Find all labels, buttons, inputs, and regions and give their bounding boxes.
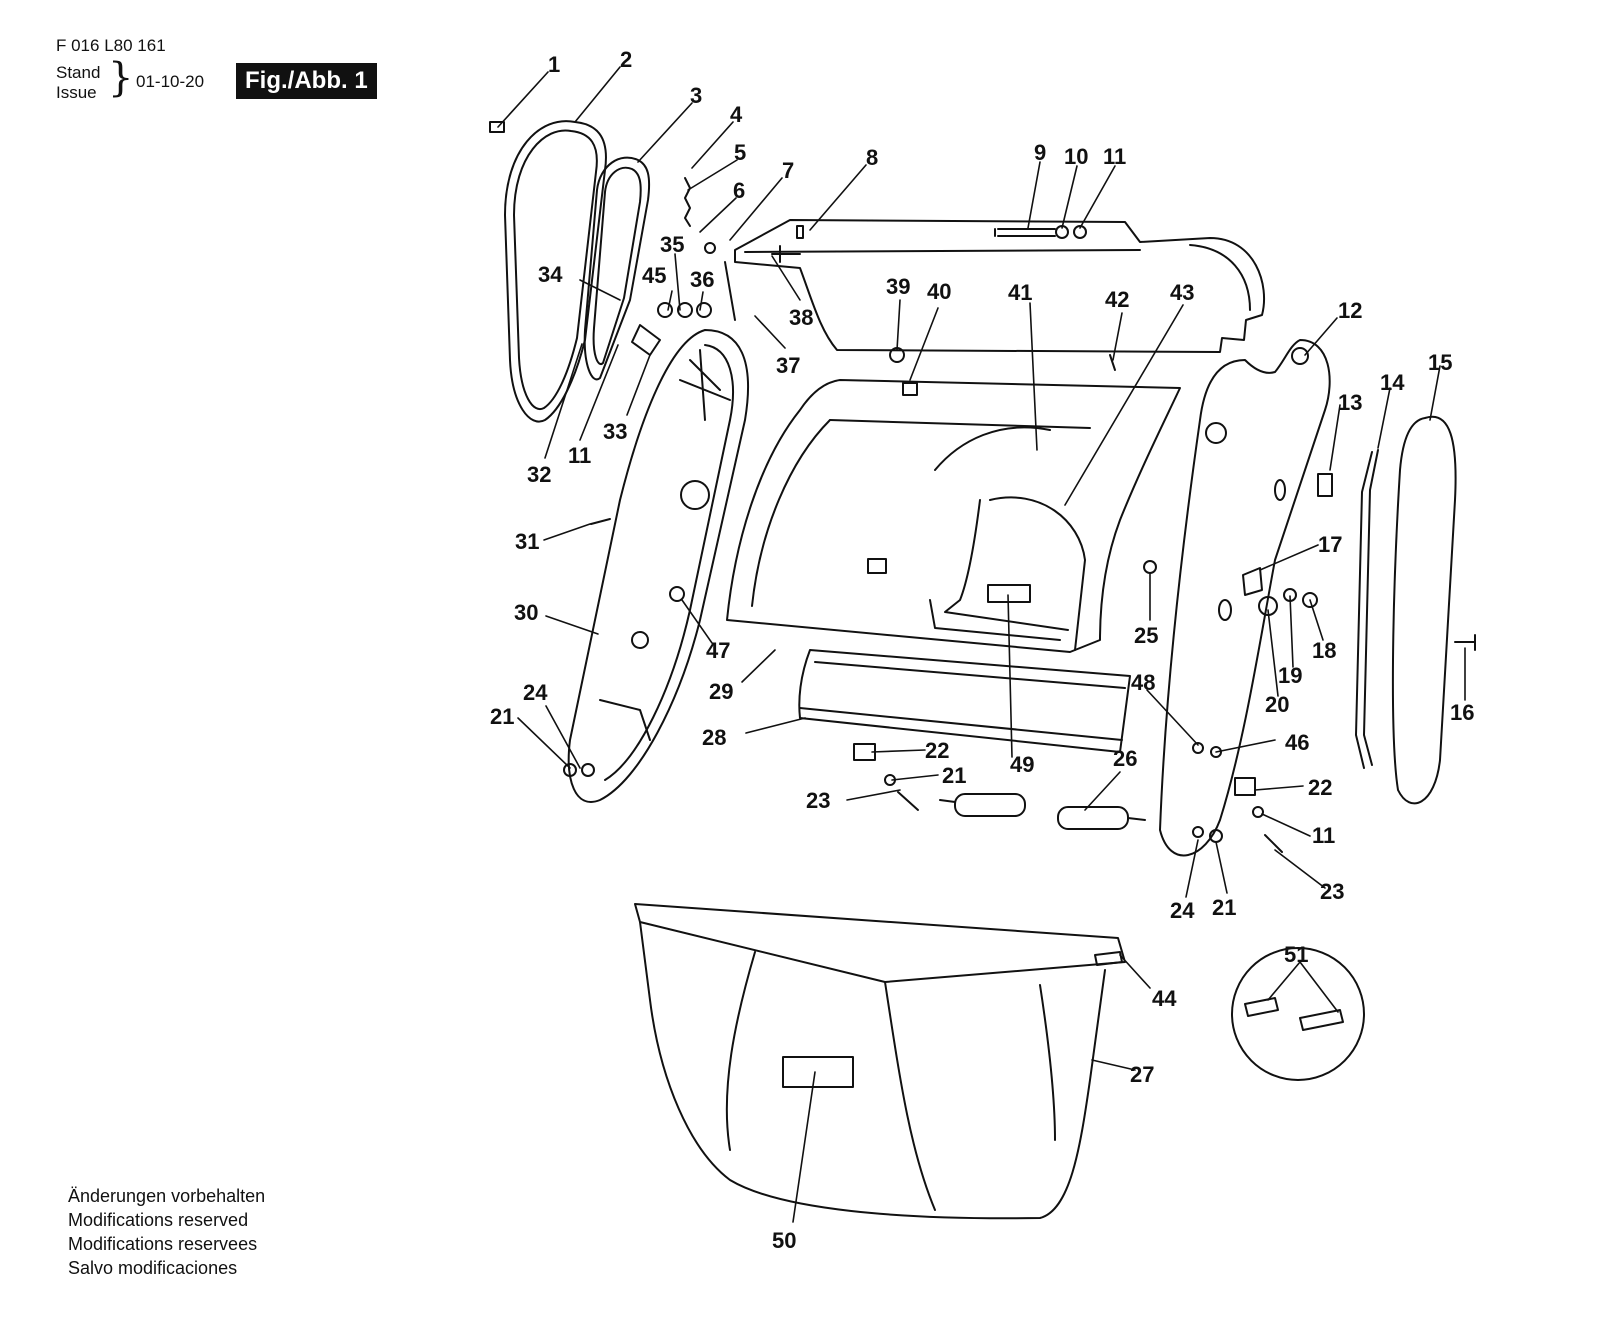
callout-label: 40	[927, 279, 951, 304]
chain-link	[1355, 449, 1379, 769]
leader-lines	[497, 66, 1466, 1223]
note-english: Modifications reserved	[68, 1210, 249, 1230]
callout-label: 21	[1212, 895, 1236, 920]
callout-label: 34	[538, 262, 563, 287]
callout-label: 45	[642, 263, 666, 288]
callout-label: 28	[702, 725, 726, 750]
callout-label: 3	[690, 83, 702, 108]
callout-label: 26	[1113, 746, 1137, 771]
callout-label: 23	[1320, 879, 1344, 904]
callout-label: 11	[568, 443, 591, 468]
detail-inset	[1231, 947, 1365, 1081]
callout-label: 21	[490, 704, 514, 729]
callout-label: 39	[886, 274, 910, 299]
callout-label: 41	[1008, 280, 1032, 305]
callout-label: 51	[1284, 942, 1308, 967]
callout-label: 12	[1338, 298, 1362, 323]
callout-label: 32	[527, 462, 551, 487]
callout-label: 36	[690, 267, 714, 292]
note-german: Änderungen vorbehalten	[68, 1186, 266, 1206]
callout-label: 27	[1130, 1062, 1154, 1087]
callout-label: 22	[925, 738, 949, 763]
callout-label: 37	[776, 353, 800, 378]
callout-label: 7	[782, 158, 794, 183]
callout-label: 31	[515, 529, 539, 554]
callout-label: 43	[1170, 280, 1194, 305]
callout-label: 15	[1428, 350, 1452, 375]
callout-label: 6	[733, 178, 745, 203]
grass-box	[634, 903, 1126, 1220]
callout-label: 23	[806, 788, 830, 813]
callout-label: 44	[1152, 986, 1177, 1011]
drive-belts	[504, 120, 651, 423]
callout-label: 24	[523, 680, 548, 705]
callout-label: 47	[706, 638, 730, 663]
top-cover	[734, 219, 1266, 353]
issue-date: 01-10-20	[136, 72, 205, 91]
callout-label: 8	[866, 145, 878, 170]
stand-label: Stand	[56, 63, 101, 82]
callout-label: 11	[1312, 823, 1335, 848]
main-housing	[726, 379, 1181, 653]
callout-label: 5	[734, 140, 746, 165]
callout-label: 17	[1318, 532, 1342, 557]
callout-labels: 1 2 3 4 5 6 7 8 9 10 11 35 34 45 36 38 3…	[490, 47, 1474, 1253]
callout-label: 13	[1338, 390, 1362, 415]
left-side-plate	[567, 329, 749, 803]
part-number: F 016 L80 161	[56, 36, 166, 55]
callout-label: 25	[1134, 623, 1158, 648]
callout-label: 4	[730, 102, 743, 127]
callout-label: 18	[1312, 638, 1336, 663]
callout-label: 42	[1105, 287, 1129, 312]
callout-label: 22	[1308, 775, 1332, 800]
callout-label: 35	[660, 232, 684, 257]
callout-label: 33	[603, 419, 627, 444]
callout-label: 16	[1450, 700, 1474, 725]
callout-label: 49	[1010, 752, 1034, 777]
issue-label: Issue	[56, 83, 97, 102]
right-end-cap	[1391, 415, 1457, 805]
rollers	[939, 793, 1146, 830]
figure-badge: Fig./Abb. 1	[236, 63, 377, 99]
callout-label: 24	[1170, 898, 1195, 923]
callout-label: 2	[620, 47, 632, 72]
callout-label: 29	[709, 679, 733, 704]
note-spanish: Salvo modificaciones	[68, 1258, 238, 1278]
small-hardware	[489, 121, 1476, 853]
callout-label: 9	[1034, 140, 1046, 165]
callout-label: 38	[789, 305, 813, 330]
callout-label: 10	[1064, 144, 1088, 169]
callout-label: 46	[1285, 730, 1309, 755]
callout-label: 19	[1278, 663, 1302, 688]
deflector-plate	[798, 649, 1131, 753]
brace-symbol: }	[108, 55, 134, 101]
callout-label: 48	[1131, 670, 1155, 695]
callout-label: 20	[1265, 692, 1289, 717]
callout-label: 50	[772, 1228, 796, 1253]
callout-label: 14	[1380, 370, 1405, 395]
footer-notes: Änderungen vorbehalten Modifications res…	[68, 1184, 265, 1280]
note-french: Modifications reservees	[68, 1234, 258, 1254]
callout-label: 11	[1103, 144, 1126, 169]
right-side-plate	[1159, 339, 1331, 857]
callout-label: 21	[942, 763, 966, 788]
callout-label: 30	[514, 600, 538, 625]
callout-label: 1	[548, 52, 560, 77]
